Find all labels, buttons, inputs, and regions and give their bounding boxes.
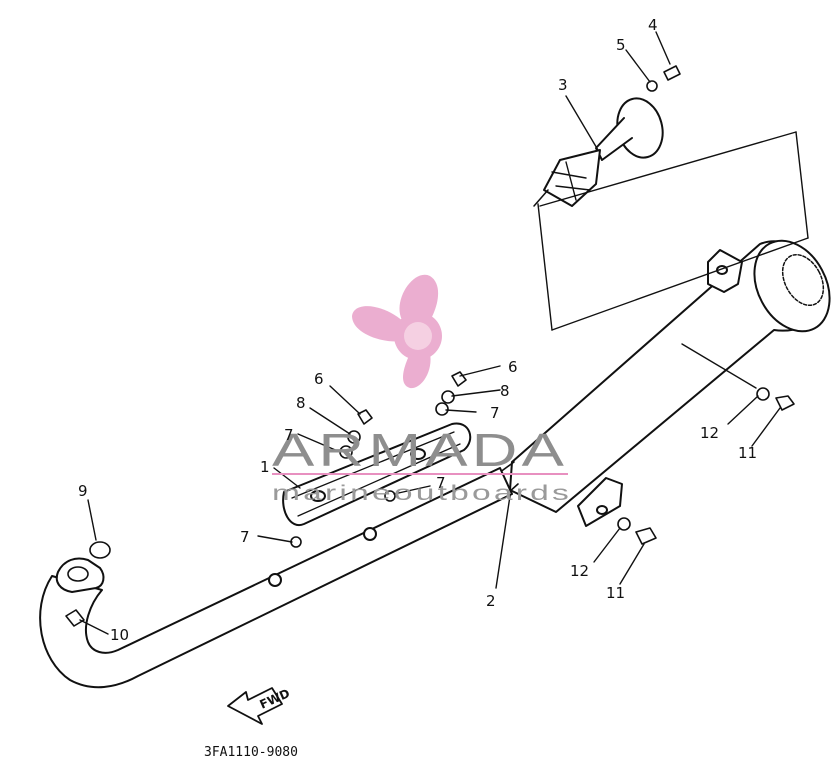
callout-7-mid: 7	[436, 474, 446, 492]
watermark-subtitle: marineoutboards	[272, 482, 572, 505]
callout-7-upper: 7	[490, 404, 500, 422]
callout-8-left: 8	[296, 394, 306, 412]
callout-12-lower: 12	[570, 562, 589, 580]
callout-9: 9	[78, 482, 88, 500]
callout-7-lower: 7	[240, 528, 250, 546]
callout-4: 4	[648, 16, 658, 34]
exhaust-pipe	[39, 467, 513, 689]
callout-2: 2	[486, 592, 496, 610]
part-code: 3FA1110-9080	[204, 745, 298, 760]
callouts: 3 4 5 6 8 7 6 8 7 1 7 7 9 10 2 12 11 12 …	[78, 16, 757, 644]
callout-8-upper: 8	[500, 382, 510, 400]
hardware	[65, 65, 795, 627]
muffler	[491, 239, 831, 527]
leader-lines	[79, 31, 809, 635]
callout-10: 10	[110, 626, 129, 644]
callout-12-right: 12	[700, 424, 719, 442]
callout-1: 1	[260, 458, 270, 476]
watermark-title: ARMADA	[272, 424, 568, 476]
spark-arrester	[533, 97, 664, 207]
callout-11-lower: 11	[606, 584, 625, 602]
forward-arrow-icon	[227, 687, 283, 725]
callout-3: 3	[558, 76, 568, 94]
callout-6-upper: 6	[508, 358, 518, 376]
callout-7-left: 7	[284, 426, 294, 444]
propeller-icon	[352, 274, 442, 389]
callout-5: 5	[616, 36, 626, 54]
callout-11-right: 11	[738, 444, 757, 462]
watermark: ARMADA marineoutboards	[272, 274, 572, 505]
callout-6-left: 6	[314, 370, 324, 388]
